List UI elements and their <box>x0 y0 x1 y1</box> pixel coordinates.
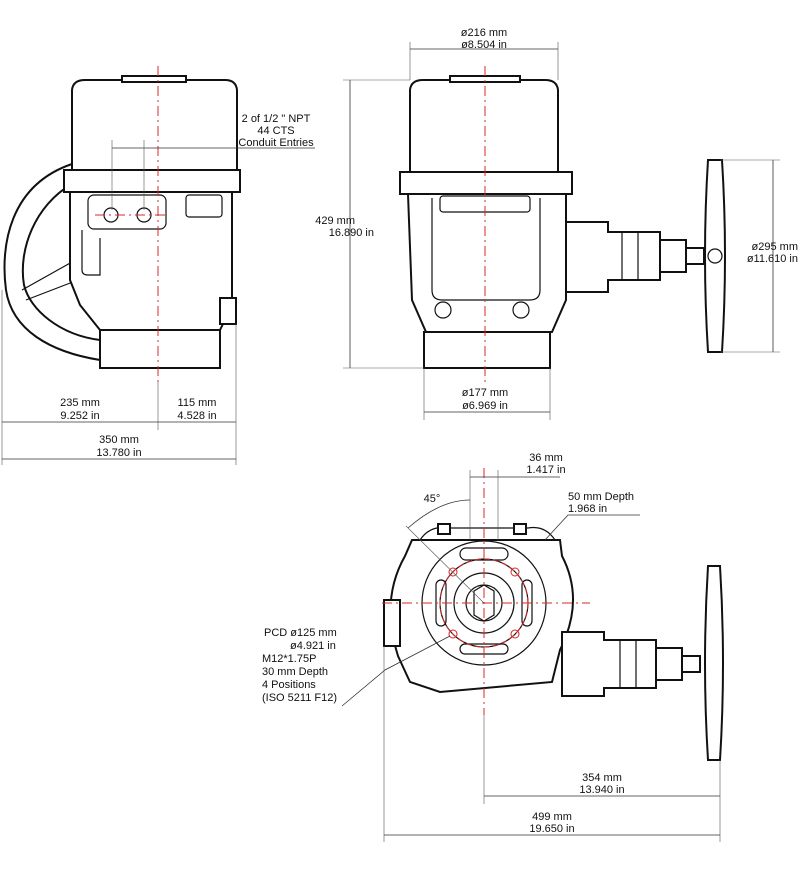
handwheel-in: ø11.610 in <box>747 253 798 265</box>
front-view <box>399 66 726 386</box>
pcd-line-1: PCD ø125 mm <box>264 627 337 639</box>
side-view <box>3 66 241 382</box>
dimension-lines <box>1 42 780 842</box>
dimension-labels: 2 of 1/2 " NPT 44 CTS Conduit Entries ø2… <box>60 27 798 835</box>
front-bolt-left <box>434 301 452 319</box>
pcd-hole-3 <box>448 629 458 639</box>
pcd-line-5: 4 Positions <box>262 679 316 691</box>
handwheel-mm: ø295 mm <box>752 241 798 253</box>
front-bolt-right <box>512 301 530 319</box>
top-housing <box>389 539 574 694</box>
base-in: ø6.969 in <box>462 400 508 412</box>
top-gearbox <box>561 631 657 697</box>
top-view <box>382 468 724 761</box>
conduit-label-1: 2 of 1/2 " NPT <box>242 113 311 125</box>
pcd-hole-1 <box>448 567 458 577</box>
right-width-in: 4.528 in <box>177 410 216 422</box>
height-in: 16.890 in <box>329 227 374 239</box>
pcd-hole-2 <box>510 567 520 577</box>
offset-mm: 354 mm <box>582 772 622 784</box>
depth-mm: 50 mm Depth <box>568 491 634 503</box>
pcd-hole-4 <box>510 629 520 639</box>
front-base <box>423 331 551 369</box>
depth-in: 1.968 in <box>568 503 607 515</box>
total-width-mm: 350 mm <box>99 434 139 446</box>
side-base <box>99 329 221 369</box>
left-width-mm: 235 mm <box>60 397 100 409</box>
pcd-line-6: (ISO 5211 F12) <box>262 692 337 704</box>
offset-in: 13.940 in <box>579 784 624 796</box>
overall-mm: 499 mm <box>532 811 572 823</box>
front-gearbox <box>565 221 661 293</box>
top-handwheel <box>704 565 724 761</box>
total-width-in: 13.780 in <box>96 447 141 459</box>
front-flange <box>399 171 573 195</box>
dia-top-mm: ø216 mm <box>461 27 507 39</box>
height-mm: 429 mm <box>315 215 355 227</box>
pcd-line-3: M12*1.75P <box>262 653 316 665</box>
base-mm: ø177 mm <box>462 387 508 399</box>
front-top-cover <box>409 79 559 173</box>
left-width-in: 9.252 in <box>60 410 99 422</box>
side-top-cover <box>71 79 238 171</box>
overall-in: 19.650 in <box>529 823 574 835</box>
conduit-label-3: Conduit Entries <box>238 137 314 149</box>
side-flange <box>63 169 241 193</box>
pcd-line-2: ø4.921 in <box>290 640 336 652</box>
front-housing <box>406 193 567 333</box>
conduit-label-2: 44 CTS <box>257 125 294 137</box>
right-width-mm: 115 mm <box>178 397 217 409</box>
angle-label: 45° <box>424 493 441 505</box>
bore-in: 1.417 in <box>526 464 565 476</box>
dia-top-in: ø8.504 in <box>461 39 507 51</box>
pcd-line-4: 30 mm Depth <box>262 666 328 678</box>
bore-mm: 36 mm <box>529 452 563 464</box>
